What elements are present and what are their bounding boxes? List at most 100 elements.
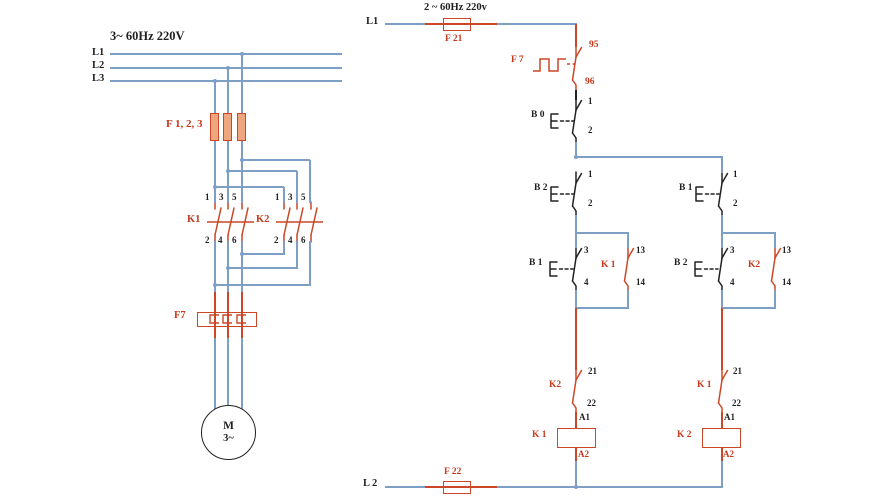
wire-segment (283, 187, 285, 203)
power-supply-title: 3~ 60Hz 220V (110, 29, 185, 43)
wire-segment (425, 23, 497, 25)
wire-segment (575, 24, 577, 47)
wire-segment (215, 186, 284, 188)
b2-nc-actuator-icon (550, 186, 575, 202)
wire-segment (241, 327, 243, 338)
motor-letter: M (223, 419, 234, 432)
wire-segment (575, 461, 577, 488)
wire-segment (575, 308, 577, 370)
k2-coil-terminal-a2: A2 (723, 449, 734, 459)
k1-terminal-1: 1 (205, 192, 210, 202)
k2-interlock-terminal-21: 21 (588, 366, 597, 376)
motor-phase: 3~ (223, 433, 234, 445)
wire-segment (722, 232, 776, 234)
wire-segment (721, 308, 723, 370)
wire-segment (242, 253, 284, 255)
k1-terminal-4: 4 (218, 235, 223, 245)
wire-segment (283, 241, 285, 255)
k1-terminal-2: 2 (205, 235, 210, 245)
b1-no-label: B 1 (529, 258, 543, 268)
wire-segment (575, 142, 577, 158)
wire-segment (214, 241, 216, 292)
overload-relay-box (197, 312, 257, 327)
b1-nc-terminal-1: 1 (733, 169, 738, 179)
junction-dot (226, 266, 230, 270)
wire-segment (227, 312, 229, 327)
wire-segment (110, 53, 342, 55)
k2-coil-terminal-a1: A1 (724, 412, 735, 422)
wire-segment (242, 159, 310, 161)
k2-interlock-terminal-22: 22 (587, 398, 596, 408)
wire-segment (721, 157, 723, 173)
wire-segment (576, 156, 723, 158)
wire-segment (425, 486, 497, 488)
wire-segment (627, 233, 629, 248)
wire-segment (722, 307, 776, 309)
k1-coil-label: K 1 (532, 430, 547, 440)
k1-contactor-label: K1 (187, 214, 201, 225)
k2-terminal-3: 3 (288, 192, 293, 202)
wire-segment (309, 160, 311, 203)
phase-label-l1: L1 (92, 47, 105, 58)
b1-no-terminal-4: 4 (584, 277, 589, 287)
wire-segment (214, 338, 216, 412)
motor-symbol: M 3~ (201, 405, 256, 460)
wire-segment (214, 292, 216, 312)
k2-aux-terminal-14: 14 (782, 277, 791, 287)
junction-dot (574, 155, 578, 159)
wire-segment (241, 312, 243, 327)
phase-label-l2: L2 (92, 60, 105, 71)
wire-segment (575, 90, 577, 100)
junction-dot (240, 52, 244, 56)
wire-segment (228, 267, 297, 269)
b2-nc-terminal-1: 1 (588, 169, 593, 179)
fuse-f21-label: F 21 (445, 34, 463, 44)
b2-nc-terminal-2: 2 (588, 198, 593, 208)
k1-terminal-5: 5 (232, 192, 237, 202)
overload-relay-label: F7 (174, 310, 186, 321)
wire-segment (228, 170, 297, 172)
junction-dot (226, 66, 230, 70)
k2-aux-terminal-13: 13 (782, 245, 791, 255)
k1-coil-terminal-a1: A1 (579, 412, 590, 422)
fuse-group-label: F 1, 2, 3 (166, 118, 203, 130)
wire-segment (227, 292, 229, 312)
wire-segment (576, 307, 629, 309)
k1-aux-label: K 1 (601, 260, 616, 270)
wire-segment (214, 312, 216, 327)
k2-terminal-4: 4 (288, 235, 293, 245)
wire-segment (241, 54, 243, 113)
control-l2-label: L 2 (363, 478, 378, 489)
k2-terminal-6: 6 (301, 235, 306, 245)
wire-segment (575, 233, 577, 248)
wire-segment (575, 290, 577, 309)
fuse-f21-symbol (443, 17, 471, 31)
wire-segment (721, 461, 723, 488)
overload-relay-elements-icon (209, 314, 246, 324)
control-supply-title: 2 ~ 60Hz 220v (424, 2, 487, 13)
k2-interlock-label: K2 (549, 380, 562, 390)
wire-segment (241, 292, 243, 312)
k1-aux-terminal-14: 14 (636, 277, 645, 287)
wire-segment (385, 23, 425, 25)
k1-interlock-terminal-22: 22 (732, 398, 741, 408)
b0-actuator-icon (550, 113, 575, 129)
k2-aux-label: K2 (748, 260, 761, 270)
phase-label-l3: L3 (92, 73, 105, 84)
wire-segment (214, 81, 216, 113)
b2-no-label: B 2 (674, 258, 688, 268)
k2-coil-label: K 2 (677, 430, 692, 440)
b1-nc-actuator-icon (695, 186, 720, 202)
k2-main-contacts-icon (276, 201, 323, 243)
wire-segment (309, 241, 311, 286)
wire-segment (241, 241, 243, 292)
k1-coil-terminal-a2: A2 (578, 449, 589, 459)
b2-no-terminal-4: 4 (730, 277, 735, 287)
junction-dot (213, 79, 217, 83)
wire-segment (774, 290, 776, 309)
wire-segment (774, 233, 776, 248)
k2-terminal-1: 1 (275, 192, 280, 202)
junction-dot (574, 485, 578, 489)
wire-segment (110, 80, 342, 82)
